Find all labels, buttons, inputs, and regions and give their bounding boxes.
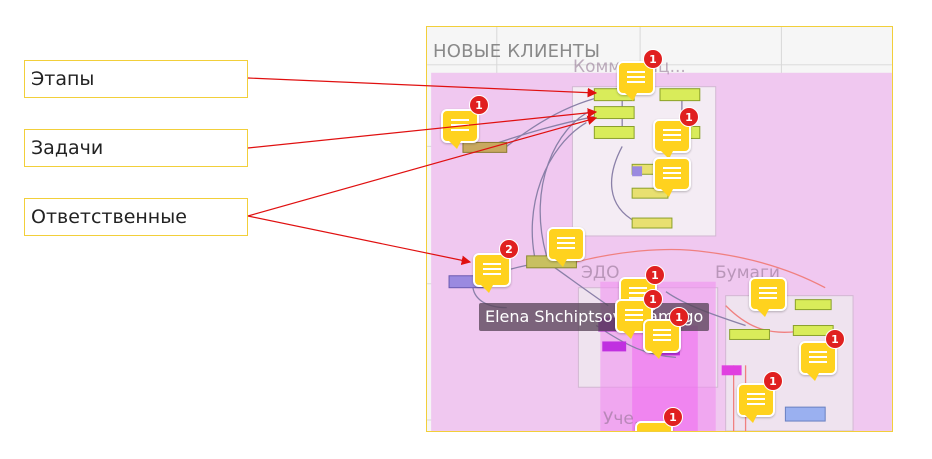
stage-node[interactable] [593,106,635,120]
task-node[interactable] [462,141,508,153]
comment-marker[interactable] [441,109,479,149]
stage-node[interactable] [659,88,701,102]
comment-icon [747,393,765,405]
task-node[interactable] [631,217,673,229]
comment-count-badge: 1 [643,49,663,69]
comment-count-badge: 2 [499,239,519,259]
comment-icon [645,431,663,432]
label-tasks: Задачи [24,129,248,167]
label-responsible: Ответственные [24,198,248,236]
comment-marker[interactable] [653,157,691,197]
comment-icon [625,309,643,321]
comment-icon [759,287,777,299]
comment-count-badge: 1 [663,407,683,427]
board-canvas[interactable]: НОВЫЕ КЛИЕНТЫ Комм...кац... ЭДО Бумаги У… [426,26,893,432]
comment-icon [451,119,469,131]
stage-node[interactable] [593,126,635,139]
comment-icon [557,237,575,249]
comment-marker[interactable] [473,253,511,293]
stage-node[interactable] [729,329,770,340]
comment-count-badge: 1 [679,107,699,127]
label-responsible-text: Ответственные [31,206,187,228]
comment-icon [483,263,501,275]
task-node[interactable] [721,365,742,376]
label-stages: Этапы [24,60,248,98]
comment-count-badge: 1 [763,371,783,391]
comment-icon [629,287,647,299]
comment-marker[interactable] [749,277,787,317]
comment-icon [663,167,681,179]
responsible-node[interactable] [632,166,643,177]
label-stages-text: Этапы [31,68,95,90]
comment-count-badge: 1 [469,95,489,115]
comment-icon [663,129,681,141]
comment-icon [653,329,671,341]
stage-node[interactable] [794,299,832,311]
comment-marker[interactable] [547,227,585,267]
responsible-node[interactable] [784,406,826,422]
frame-title-edo: ЭДО [581,263,620,283]
comment-count-badge: 1 [645,265,665,285]
comment-count-badge: 1 [825,329,845,349]
comment-count-badge: 1 [669,307,689,327]
comment-marker[interactable] [653,119,691,159]
comment-icon [809,351,827,363]
board-title: НОВЫЕ КЛИЕНТЫ [433,41,601,62]
label-tasks-text: Задачи [31,137,104,159]
task-node[interactable] [602,341,627,352]
comment-count-badge: 1 [643,289,663,309]
comment-icon [627,71,645,83]
